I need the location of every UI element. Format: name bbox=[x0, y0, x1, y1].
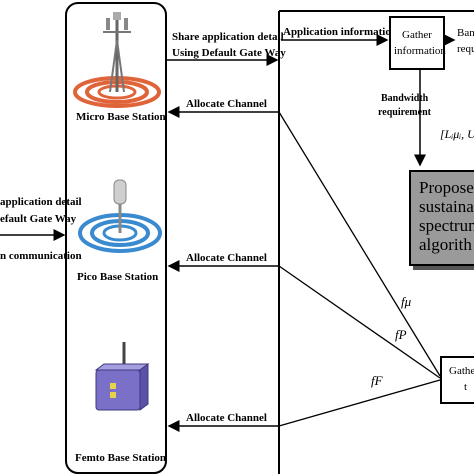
f-mu-symbol: fμ bbox=[401, 294, 412, 309]
pico-station-label: Pico Base Station bbox=[77, 271, 159, 283]
f-f-symbol: fF bbox=[371, 373, 383, 388]
f-p-symbol: fP bbox=[395, 327, 407, 342]
proposed-line-3: spectrun bbox=[419, 216, 474, 235]
micro-antenna-icon bbox=[73, 12, 161, 108]
allocate-label-micro: Allocate Channel bbox=[186, 98, 267, 110]
allocate-label-pico: Allocate Channel bbox=[186, 252, 267, 264]
gather-label-1: Gather bbox=[402, 29, 432, 41]
gather-frequency-box: Gathe t bbox=[440, 356, 474, 404]
femto-router-icon bbox=[94, 342, 150, 411]
gather2-label-2: t bbox=[464, 381, 468, 393]
proposed-line-4: algorith bbox=[419, 235, 472, 254]
f-f-line bbox=[278, 379, 441, 427]
allocate-label-femto: Allocate Channel bbox=[186, 412, 267, 424]
f-p-line bbox=[278, 265, 441, 379]
bandwidth-label-1: Bandwidth bbox=[381, 93, 429, 104]
share-label-2: Using Default Gate Way bbox=[172, 47, 286, 59]
bound-label: [Lᵢμᵢ, Uᵢ bbox=[440, 127, 474, 141]
proposed-line-1: Propose bbox=[419, 178, 474, 197]
proposed-algorithm-box: Propose sustaina spectrun algorith bbox=[409, 170, 474, 266]
band-req-label-2: requ bbox=[457, 43, 474, 55]
femto-station-label: Femto Base Station bbox=[75, 452, 167, 464]
f-mu-line bbox=[278, 111, 441, 377]
gather-label-2: information bbox=[394, 45, 446, 57]
app-info-label: Application information bbox=[283, 26, 397, 38]
left-label-2: efault Gate Way bbox=[0, 213, 77, 225]
proposed-line-2: sustaina bbox=[419, 197, 474, 216]
band-req-label-1: Ban bbox=[457, 27, 474, 39]
share-label-1: Share application detail bbox=[172, 31, 284, 43]
gather-information-box: Gather information bbox=[389, 16, 446, 70]
micro-station-label: Micro Base Station bbox=[76, 111, 166, 123]
base-station-column bbox=[65, 2, 167, 474]
gather2-label-1: Gathe bbox=[449, 365, 474, 377]
left-label-1: application detail bbox=[0, 196, 82, 208]
bandwidth-label-2: requirement bbox=[378, 107, 431, 118]
left-label-3: n communication bbox=[0, 250, 82, 262]
pico-antenna-icon bbox=[78, 179, 162, 253]
